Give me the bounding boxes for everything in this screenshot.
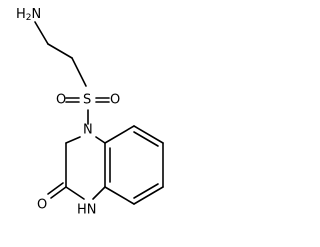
atom-carbonyl-o: O <box>37 198 47 213</box>
atom-ring-nh: HN <box>77 203 97 218</box>
bond-c7-c8 <box>133 186 164 205</box>
bond-c2-o-double <box>47 182 64 195</box>
bond-n1-c8a <box>92 186 106 200</box>
bond-ch2-ch2 <box>47 43 73 59</box>
bond-c5-c6 <box>133 125 164 144</box>
bond-c2-o <box>50 186 67 199</box>
atom-amine-n: N <box>32 7 42 22</box>
bond-n4-c4a <box>95 136 106 144</box>
bond-c8-c8a <box>104 186 135 205</box>
bond-c7-c8-inner <box>133 183 159 199</box>
molecule-structure-diagram: H2N S O O N O HN <box>16 7 164 218</box>
bond-ch2-s <box>71 57 87 87</box>
atom-amine-h: H <box>16 7 26 22</box>
bond-c5-c6-inner <box>133 131 159 147</box>
atom-oxygen-right: O <box>110 93 120 108</box>
atom-amine-label: H2N <box>16 7 41 24</box>
bond-c2-n1 <box>65 186 85 200</box>
bond-c4a-c5 <box>104 125 135 144</box>
atom-oxygen-left: O <box>56 93 66 108</box>
bond-nh2-ch2 <box>34 21 49 45</box>
bond-n4-c3 <box>65 136 81 144</box>
atom-ring-n4: N <box>83 123 93 138</box>
atom-amine-subscript: 2 <box>26 13 32 23</box>
atom-sulfur: S <box>83 93 91 108</box>
